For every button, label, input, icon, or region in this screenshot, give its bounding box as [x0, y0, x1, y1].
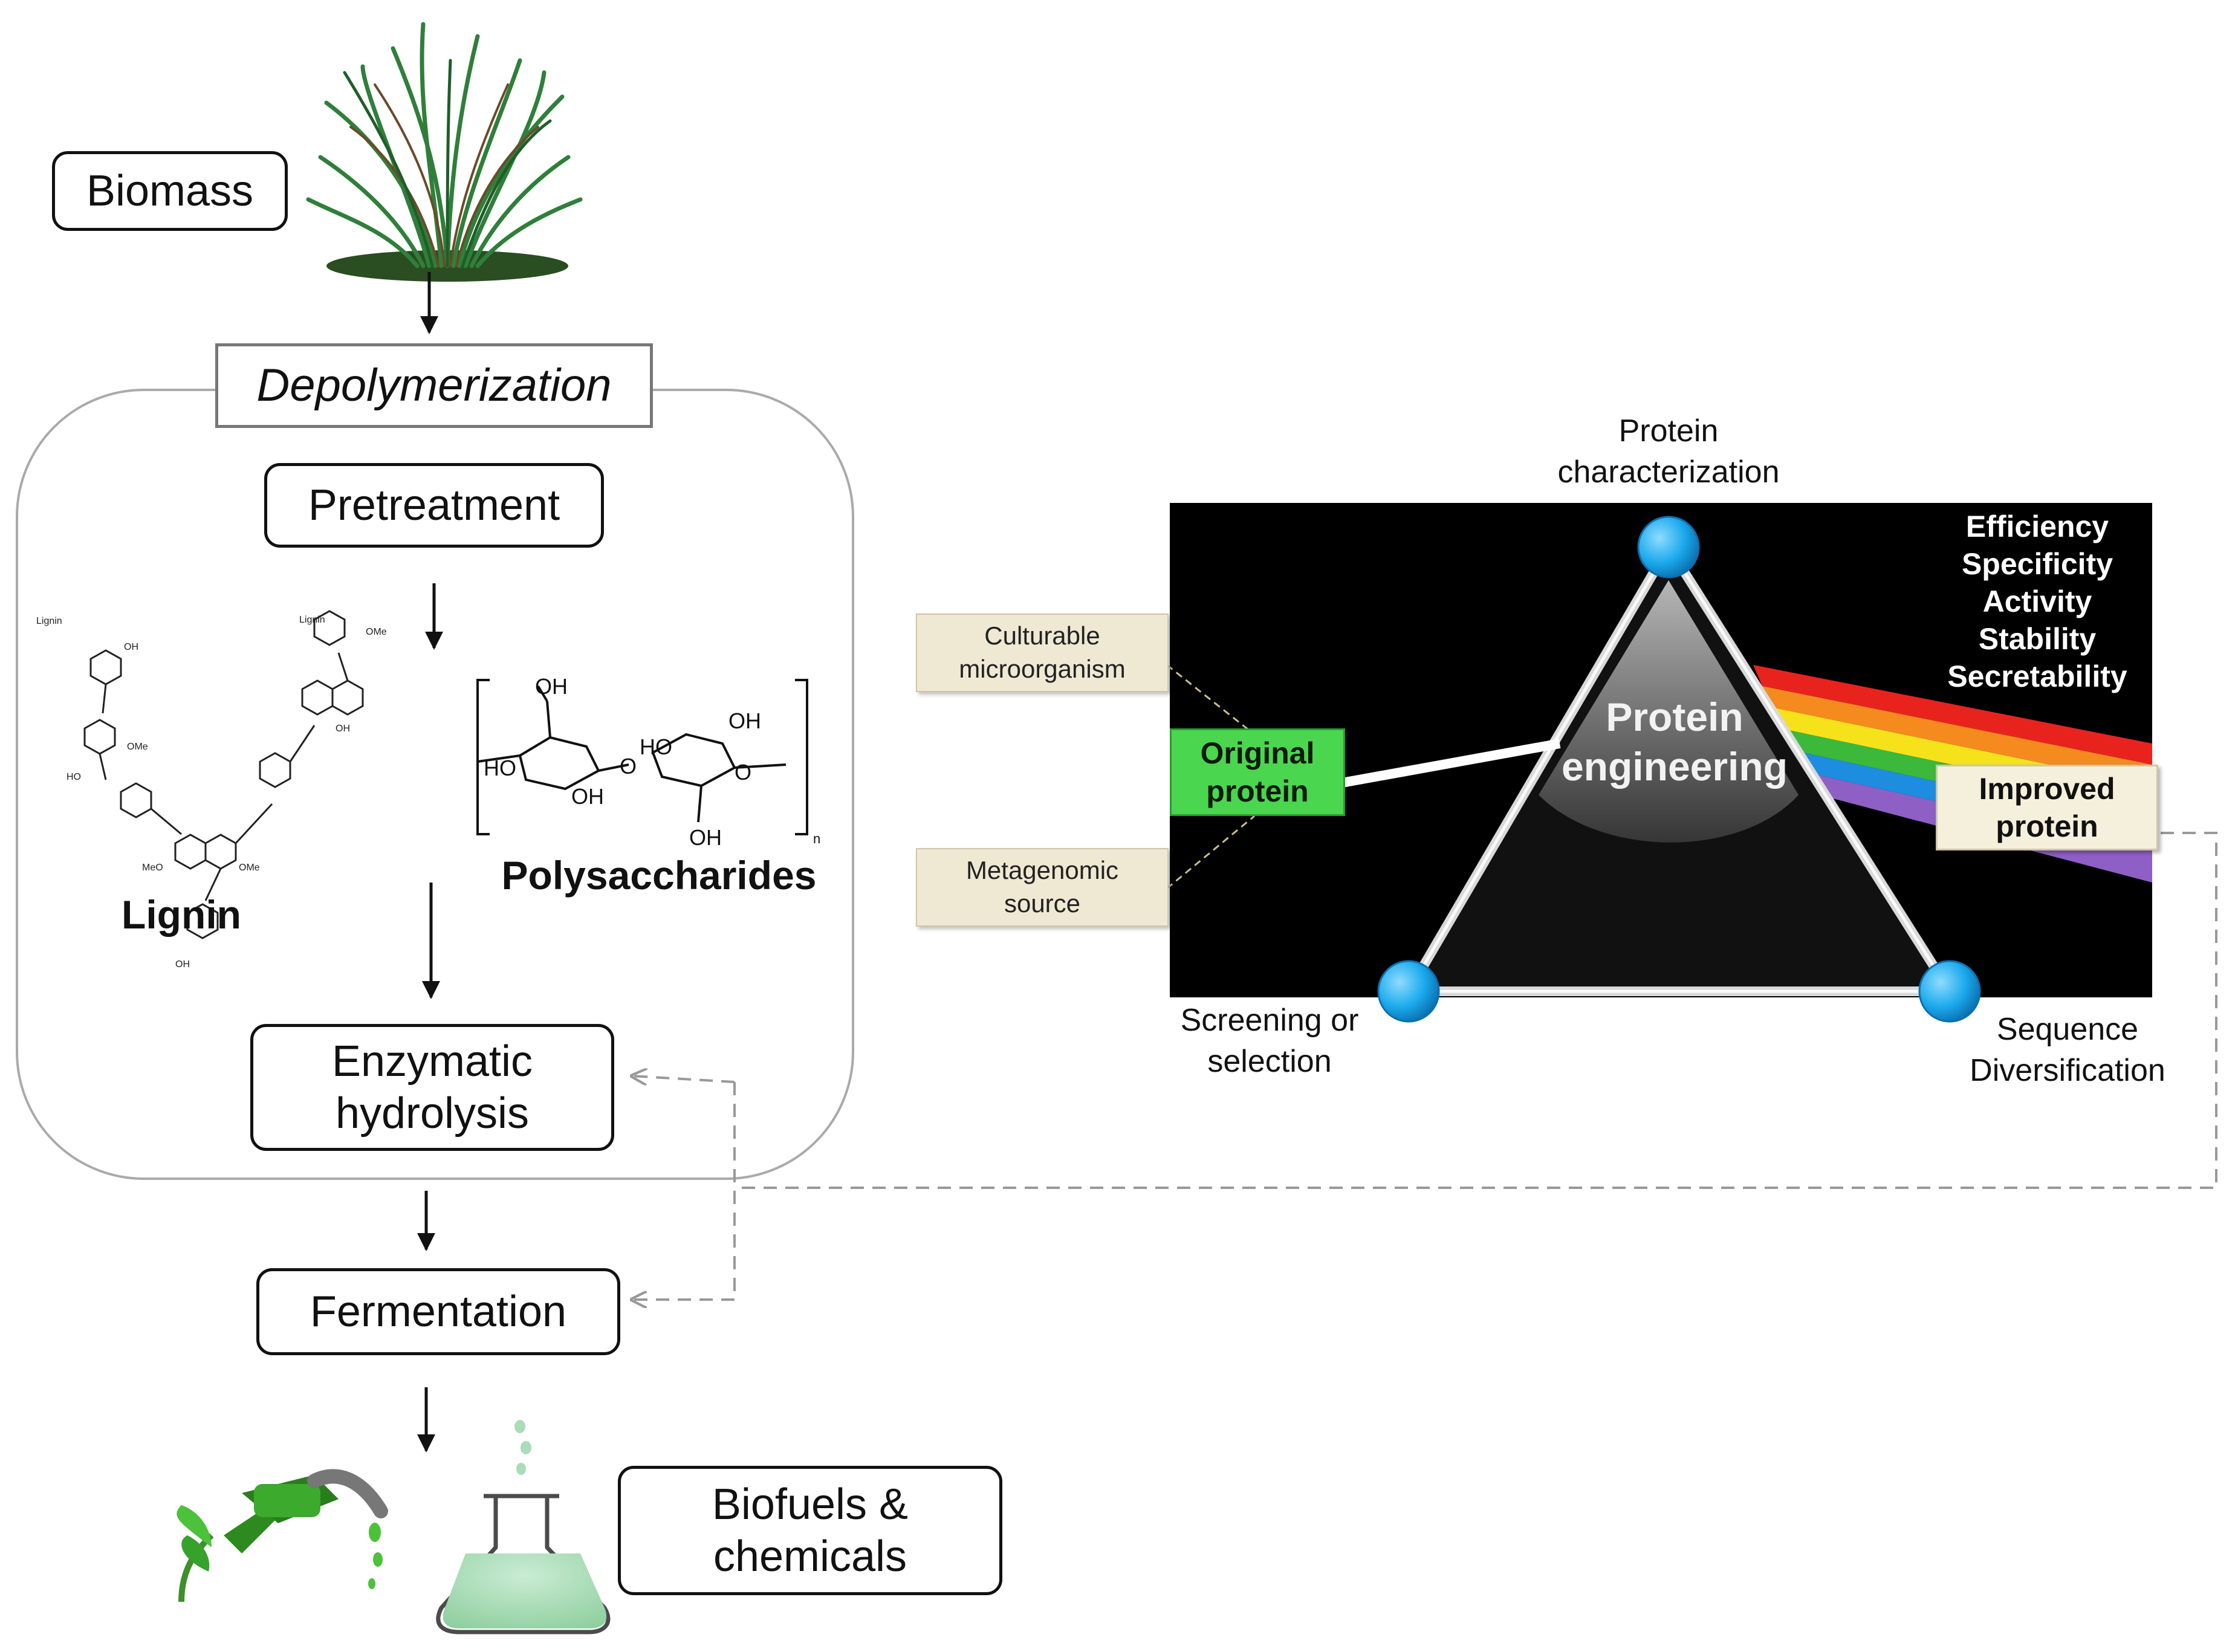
enzymatic-label: Enzymatic: [331, 1037, 533, 1086]
flask-icon: [436, 1420, 611, 1634]
protein-engineering-label: Protein engineering: [1561, 695, 1788, 789]
fermentation-label: Fermentation: [310, 1287, 567, 1336]
property-item: Specificity: [1961, 547, 2113, 581]
culturable-microorganism-box: Culturable microorganism: [916, 614, 1169, 692]
polysaccharide-structure: [476, 679, 808, 835]
biomass-label: Biomass: [86, 166, 254, 215]
lignin-structure: [83, 610, 364, 939]
depolymerization-label: Depolymerization: [256, 360, 612, 412]
screening-selection-label: Screening or selection: [1180, 1003, 1359, 1079]
metagenomic-source-box: Metagenomic source: [916, 848, 1169, 927]
engineering-triangle: [1404, 542, 1954, 996]
property-item: Activity: [1982, 585, 2092, 618]
lignin-oh-label: OH: [336, 724, 350, 734]
feedback-loop-dashed: [632, 832, 2217, 1300]
lignin-ome-label: OMe: [127, 742, 148, 752]
lignin-meo-label: MeO: [142, 863, 163, 873]
fermentation-box: Fermentation: [256, 1268, 620, 1355]
fuel-nozzle-icon: [177, 1469, 388, 1602]
polysaccharide-oh-label: OH: [728, 708, 761, 733]
lignin-ho-label: HO: [66, 772, 81, 782]
grass-icon: [306, 22, 583, 282]
polysaccharide-oh-label: OH: [689, 825, 722, 850]
property-item: Stability: [1978, 622, 2097, 656]
original-protein-tag: Original protein: [1170, 728, 1345, 816]
hydrolysis-label: hydrolysis: [335, 1089, 530, 1138]
lignin-oh-label: OH: [175, 959, 190, 970]
input-beam: [1341, 739, 1561, 788]
node-sequence-diversification: [1918, 960, 1981, 1023]
pretreatment-box: Pretreatment: [264, 463, 604, 548]
lignin-oh-label: OH: [124, 642, 138, 652]
biofuels-label: Biofuels &: [712, 1480, 909, 1529]
protein-properties-list: Efficiency Specificity Activity Stabilit…: [1910, 508, 2164, 695]
polysaccharide-ho-label: HO: [484, 756, 516, 780]
property-item: Secretability: [1947, 659, 2127, 693]
polysaccharide-n-label: n: [813, 831, 820, 846]
lignin-ome-label: OMe: [366, 627, 387, 637]
polysaccharide-oh-label: OH: [571, 784, 604, 809]
polysaccharide-o-label: O: [735, 760, 751, 785]
node-screening: [1377, 960, 1440, 1023]
polysaccharide-ho-label: HO: [640, 734, 672, 759]
pretreatment-label: Pretreatment: [308, 481, 560, 530]
polysaccharide-oh-label: OH: [535, 674, 568, 699]
lignin-label: Lignin: [122, 892, 241, 937]
property-item: Efficiency: [1965, 510, 2109, 543]
depolymerization-box: Depolymerization: [215, 343, 653, 428]
lignin-ome-label: OMe: [239, 863, 260, 873]
enzymatic-hydrolysis-box: Enzymatic hydrolysis: [250, 1024, 614, 1151]
node-protein-characterization: [1637, 516, 1700, 578]
chemicals-label: chemicals: [713, 1532, 907, 1581]
lignin-end-label: Lignin: [299, 615, 325, 625]
improved-protein-tag: Improved protein: [1936, 765, 2158, 850]
biomass-box: Biomass: [52, 151, 288, 231]
lignin-end-label: Lignin: [36, 616, 62, 626]
sequence-diversification-label: Sequence Diversification: [1970, 1012, 2165, 1088]
polysaccharide-o-label: O: [620, 754, 637, 779]
biofuels-box: Biofuels & chemicals: [618, 1466, 1002, 1595]
source-connectors: [1166, 664, 1255, 890]
polysaccharides-label: Polysaccharides: [501, 853, 817, 898]
protein-characterization-label: Protein characterization: [1557, 413, 1780, 490]
